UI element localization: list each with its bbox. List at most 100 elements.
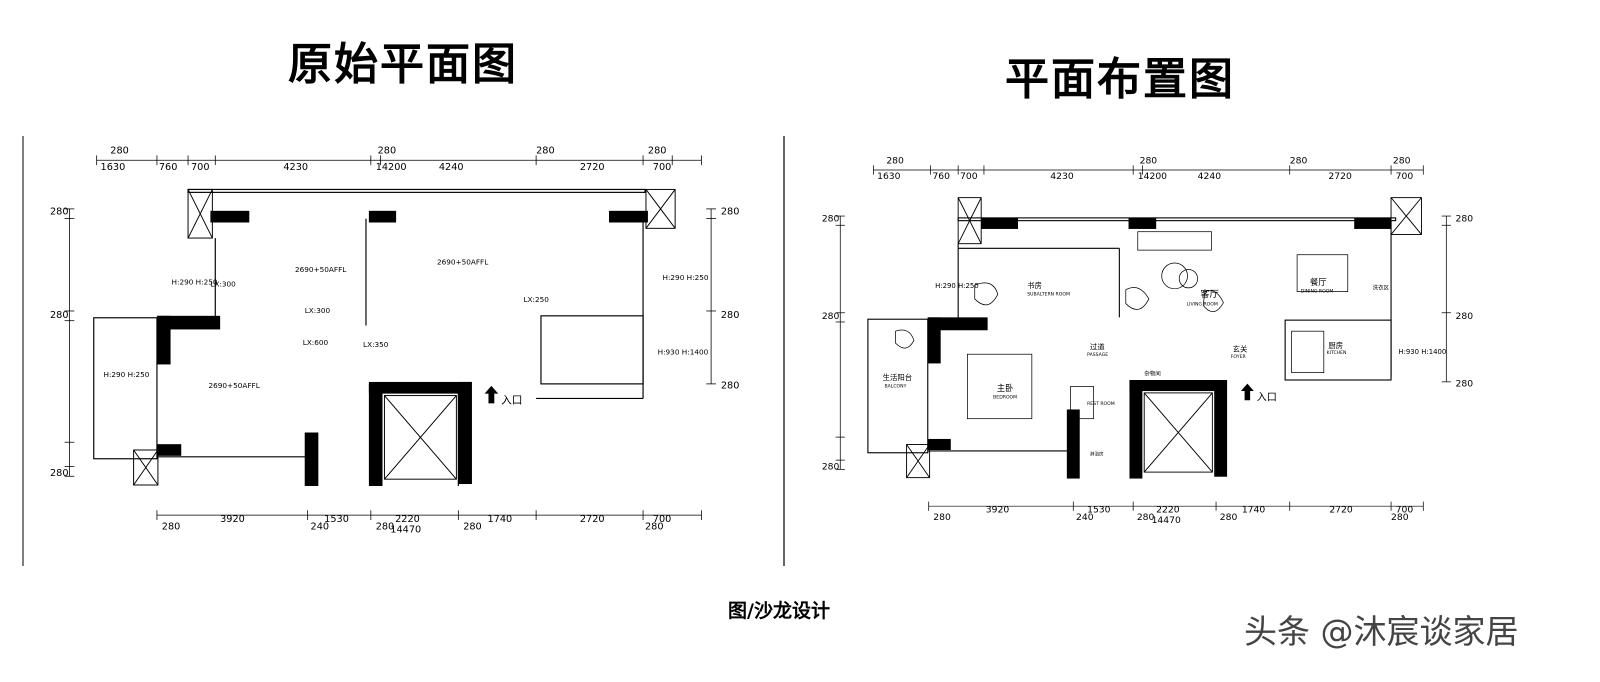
dim-label: 280 [50,468,69,479]
dining-label: 餐厅 [1310,277,1327,287]
dining-label-en: DINING ROOM [1301,289,1334,295]
lx-note: LX:350 [363,340,389,349]
coffee-table [1161,262,1188,290]
side-table [1178,269,1198,289]
dim-label: 2220 [1156,505,1180,516]
vanity [1070,386,1094,420]
left-edge-line [22,136,24,566]
bath-label: REST ROOM [1087,401,1115,407]
dim-label: 2720 [1328,171,1352,182]
window-note: H:290 H:250 [172,278,218,287]
dim-label: 280 [1393,156,1411,167]
dim-label: 2720 [580,162,605,173]
dim-label: 760 [932,171,950,182]
kitchen-counter [1291,330,1325,373]
dim-label: 2220 [395,514,420,525]
dim-label: 1740 [488,514,513,525]
study-label: 书房 [1027,281,1042,290]
source-watermark: 头条 @沐宸谈家居 [1244,612,1519,651]
dim-label: 280 [721,381,740,392]
kitchen-label: 厨房 [1328,341,1343,350]
dim-label: 280 [1137,512,1155,523]
entrance-arrow-icon [1240,383,1254,401]
lx-note: LX:300 [305,306,331,315]
dim-label: 280 [1220,512,1238,523]
dim-label: 4230 [1050,171,1074,182]
left-annotations: 2690+50AFFL 2690+50AFFL 2690+50AFFL LX:3… [103,257,708,389]
right-window-notes: H:290 H:250 H:930 H:1400 [935,282,1446,356]
dim-label: 280 [822,461,840,472]
dim-label: 280 [1456,311,1474,322]
dim-label: 240 [1076,512,1094,523]
left-plan-title: 原始平面图 [288,39,518,90]
bed [967,353,1033,420]
laundry-label: 洗衣区 [1373,284,1390,292]
corridor-label: 过道 [1090,343,1105,352]
original-floor-plan: 280 280 280 280 1630 760 700 4230 14200 … [50,145,739,535]
dim-label: 280 [886,156,904,167]
right-plan-title: 平面布置图 [1005,54,1235,105]
left-dimension-labels: 280 280 280 280 1630 760 700 4230 14200 … [50,145,739,535]
foyer-label-en: FOYER [1231,354,1247,360]
dim-label: 700 [191,162,210,173]
ceiling-note: 2690+50AFFL [208,381,260,390]
left-dimension-lines [64,155,716,520]
dim-label: 2720 [1329,505,1353,516]
dim-label: 280 [822,311,840,322]
dim-label: 280 [536,145,555,156]
dining-table [1296,254,1349,292]
dim-total: 14470 [390,525,421,536]
right-shafts [906,197,1422,479]
dim-label: 700 [1396,171,1414,182]
dim-label: 280 [376,522,395,533]
dim-label: 240 [311,522,330,533]
dim-label: 1530 [1087,505,1111,516]
dim-label: 280 [645,522,664,533]
balcony-label-en: BALCONY [884,383,906,389]
dim-label: 280 [110,145,129,156]
left-walls-solid [156,210,648,486]
right-furniture [895,231,1349,420]
room-labels: 书房 SUBALTERN ROOM 客厅 LIVING ROOM 餐厅 DINI… [883,277,1390,457]
foyer-label: 玄关 [1233,344,1248,353]
ceiling-note: 2690+50AFFL [437,257,489,266]
dim-label: 280 [721,310,740,321]
dim-label: 4230 [283,162,308,173]
lx-note: LX:600 [303,338,329,347]
dim-label: 700 [653,162,672,173]
dim-label: 280 [822,214,840,225]
dim-label: 280 [1140,156,1158,167]
dim-label: 1630 [101,162,126,173]
window-note: H:290 H:250 [663,273,709,282]
dim-label: 4240 [1198,171,1222,182]
living-label-en: LIVING ROOM [1187,301,1218,307]
window-note: H:290 H:250 [935,282,979,290]
storage-label: 杂物间 [1144,369,1161,377]
window-note: H:930 H:1400 [1398,348,1446,356]
dim-label: 14200 [1138,171,1167,182]
dim-label: 280 [1290,156,1308,167]
dim-label: 4240 [439,162,464,173]
dim-label: 280 [463,522,482,533]
armchair [1202,290,1224,312]
dim-label: 700 [960,171,978,182]
right-walls-solid [927,217,1392,479]
ceiling-note: 2690+50AFFL [295,265,347,274]
dim-label: 280 [721,207,740,218]
dim-label: 280 [50,207,69,218]
lx-note: LX:250 [523,295,549,304]
dim-label: 2720 [580,514,605,525]
right-dimension-labels: 280 280 280 280 1630 760 700 4230 14200 … [822,156,1473,526]
dim-total: 14470 [1152,515,1181,526]
left-shafts [133,188,676,486]
master-label-en: BEDROOM [993,394,1017,400]
dim-label: 280 [162,522,181,533]
dim-label: 280 [1391,512,1409,523]
dim-label: 280 [1456,214,1474,225]
living-label: 客厅 [1200,288,1218,300]
armchair [895,329,915,349]
armchair [1125,287,1150,310]
armchair [974,282,999,306]
shower-label: 淋浴房 [1090,451,1104,458]
window-note: H:290 H:250 [103,370,149,379]
